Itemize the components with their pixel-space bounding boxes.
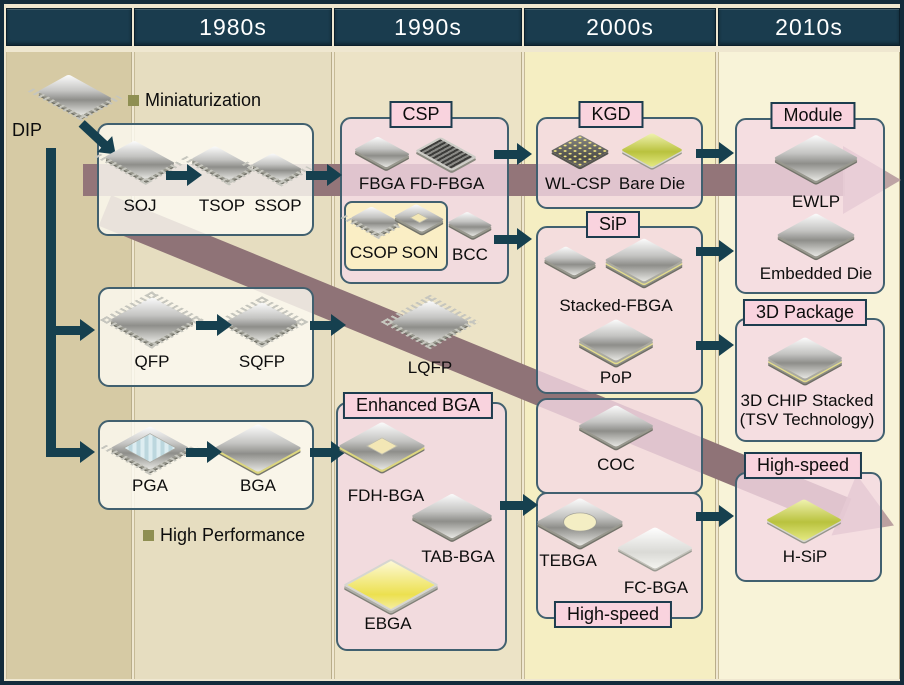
son-caption: SON [401,243,439,262]
miniaturization-label: Miniaturization [128,90,261,111]
header-1980s: 1980s [134,8,332,46]
tab-csp: CSP [389,101,453,128]
3d-chip-stacked-caption: 3D CHIP Stacked [740,391,874,410]
pga-caption: PGA [132,476,168,495]
tab-high-speed-2010s: High-speed [743,452,863,479]
bare-die-caption: Bare Die [618,174,686,193]
tebga-caption: TEBGA [539,551,597,570]
fc-bga-caption: FC-BGA [623,578,689,597]
ewlp-caption: EWLP [791,192,841,211]
header-2010s: 2010s [718,8,900,46]
tab-bga-caption: TAB-BGA [421,547,495,566]
qfp-caption: QFP [134,352,170,371]
tsv-technology-caption: (TSV Technology) [739,410,875,429]
arrow-kgd-to-module-icon [696,142,734,164]
tsop-caption: TSOP [198,196,246,215]
tab-enhanced-bga: Enhanced BGA [342,392,494,419]
fdh-bga-caption: FDH-BGA [347,486,425,505]
tab-high-speed-2000s: High-speed [553,601,673,628]
csop-caption: CSOP [349,243,399,262]
square-bullet-icon [128,95,139,106]
high-performance-label: High Performance [143,525,305,546]
soj-caption: SOJ [123,196,157,215]
embedded-die-caption: Embedded Die [759,264,873,283]
bcc-caption: BCC [452,245,488,264]
arrow-dip-to-qfp-icon [50,319,95,341]
wl-csp-caption: WL-CSP [544,174,612,193]
arrow-sqfp-to-lqfp-icon [310,314,346,336]
header-2000s: 2000s [524,8,716,46]
sqfp-caption: SQFP [238,352,286,371]
dip-caption: DIP [12,120,43,140]
pop-caption: PoP [599,368,633,387]
h-sip-caption: H-SiP [782,547,828,566]
fd-fbga-caption: FD-FBGA [409,174,485,193]
tab-kgd: KGD [578,101,644,128]
stacked-fbga-caption: Stacked-FBGA [559,296,673,315]
ssop-caption: SSOP [254,196,302,215]
dip-branch-line [46,148,56,457]
arrow-enhanced-bga-to-high-speed-icon [500,494,538,516]
coc-caption: COC [597,455,635,474]
arrow-sip-to-module-icon [696,240,734,262]
arrow-csp-to-sip-icon [494,228,532,250]
arrow-soj-to-tsop-icon [166,164,202,186]
arrow-pga-to-bga-icon [186,441,222,463]
square-bullet-icon [143,530,154,541]
fbga-caption: FBGA [358,174,406,193]
bga-caption: BGA [240,476,276,495]
arrow-qfp-to-sqfp-icon [196,314,232,336]
header-1990s: 1990s [334,8,522,46]
arrow-ssop-to-csp-icon [306,164,342,186]
tab-3d-package: 3D Package [742,299,868,326]
tab-sip: SiP [585,211,641,238]
arrow-high-speed-to-h-sip-icon [696,505,734,527]
tab-module: Module [770,102,856,129]
group-box-3d-package [735,318,885,442]
ebga-caption: EBGA [364,614,412,633]
arrow-dip-to-pga-icon [50,441,95,463]
header-blank [6,8,132,46]
group-box-kgd [536,117,703,209]
lqfp-caption: LQFP [407,358,453,377]
arrow-sip-to-3d-package-icon [696,334,734,356]
arrow-csp-to-kgd-icon [494,143,532,165]
